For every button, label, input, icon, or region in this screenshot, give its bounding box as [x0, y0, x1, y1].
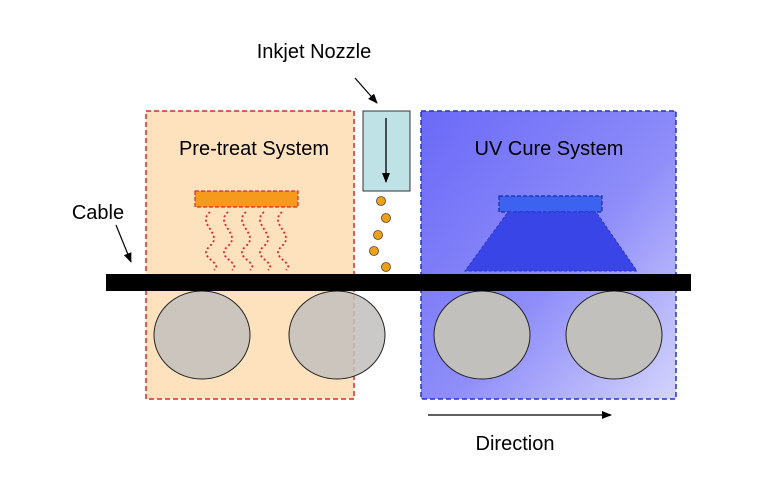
roller	[565, 290, 663, 380]
uv-lamp	[498, 195, 603, 213]
heat-wave	[241, 211, 254, 271]
heat-wave	[259, 211, 272, 271]
ink-drop	[376, 196, 386, 206]
inkjet-nozzle-pointer	[354, 77, 378, 104]
heater-element	[194, 190, 299, 208]
roller	[153, 290, 251, 380]
heat-wave	[223, 211, 236, 271]
ink-drops	[369, 196, 391, 272]
inkjet-nozzle-label: Inkjet Nozzle	[257, 41, 372, 63]
ink-drop	[381, 262, 391, 272]
heat-wave	[205, 211, 218, 271]
direction-label: Direction	[476, 433, 555, 455]
roller	[433, 290, 531, 380]
heat-wave	[277, 211, 290, 271]
cable-label: Cable	[72, 202, 124, 224]
roller	[288, 290, 386, 380]
uv-light-beam	[464, 211, 638, 272]
ink-drop	[381, 213, 391, 223]
ink-drop	[369, 246, 379, 256]
rollers	[153, 290, 663, 380]
pretreat-system-label: Pre-treat System	[179, 138, 329, 160]
heat-waves	[205, 211, 290, 271]
uv-cure-system-label: UV Cure System	[475, 138, 624, 160]
cable	[106, 274, 691, 291]
cable-pointer	[115, 224, 132, 263]
ink-drop	[373, 230, 383, 240]
